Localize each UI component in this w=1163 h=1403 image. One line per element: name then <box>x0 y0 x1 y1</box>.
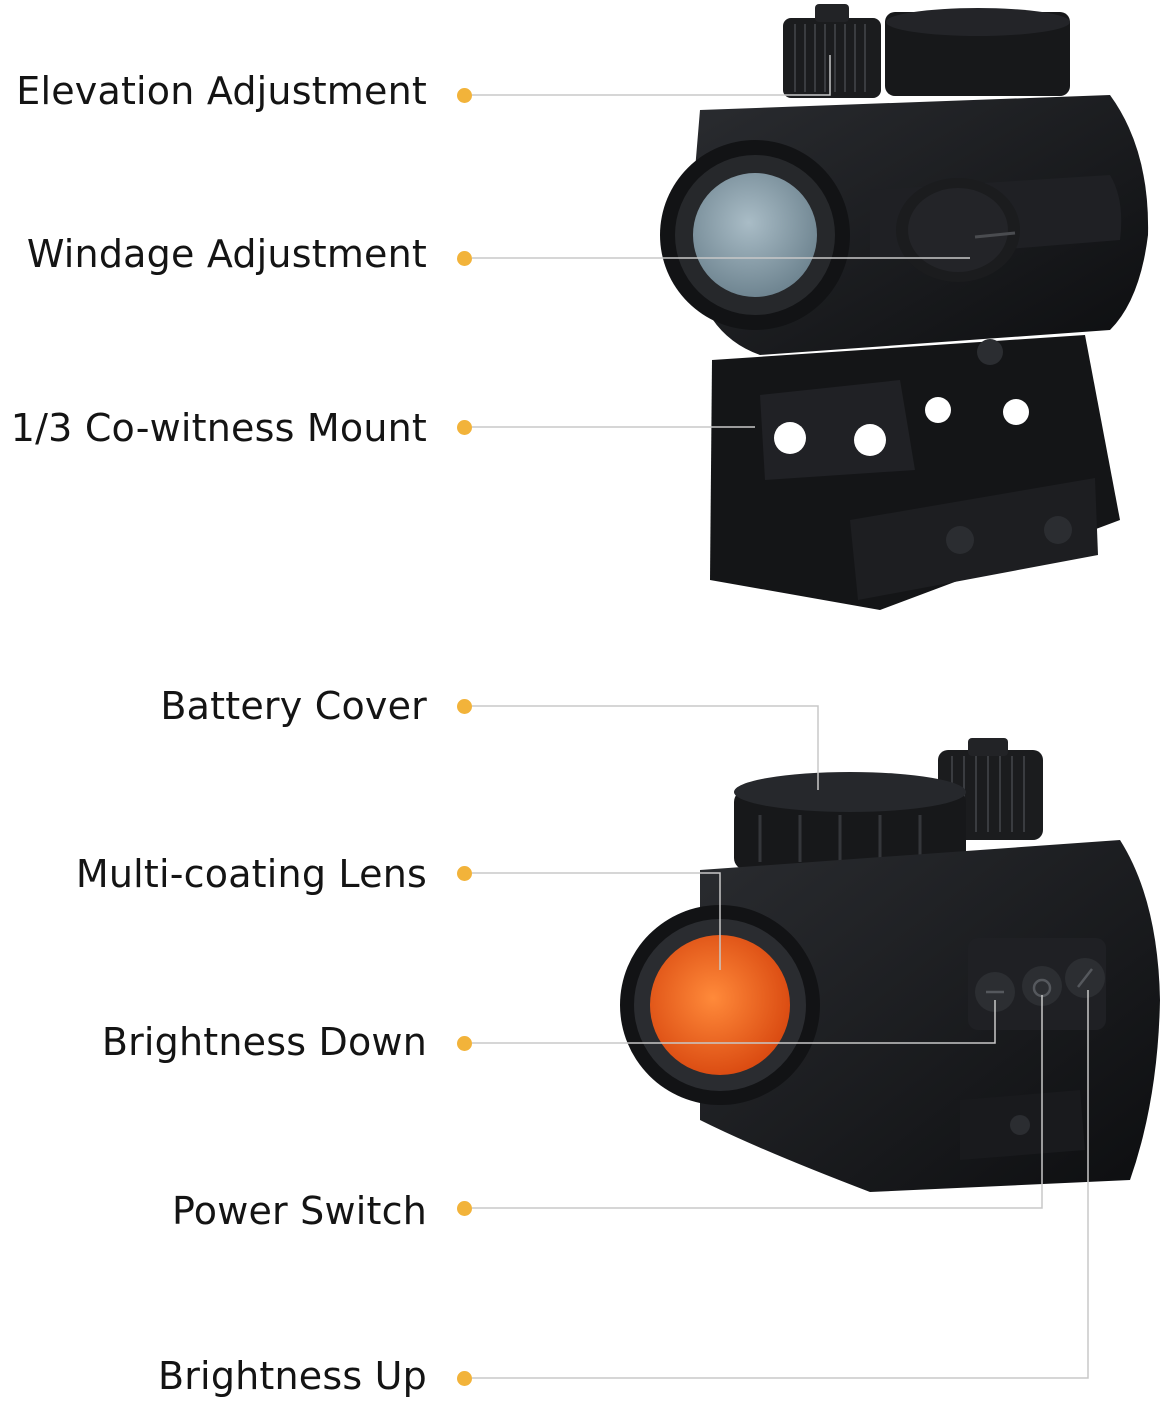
marker-dot <box>457 88 472 103</box>
marker-dot <box>457 1201 472 1216</box>
callout-label-multi-coating-lens: Multi-coating Lens <box>75 852 427 896</box>
front-lens-blue <box>693 173 817 297</box>
callout-label-co-witness-mount: 1/3 Co-witness Mount <box>10 406 427 450</box>
power-switch-button <box>1022 966 1062 1006</box>
marker-dot <box>457 420 472 435</box>
top-scope-image <box>660 4 1149 610</box>
bottom-scope-image <box>620 738 1160 1192</box>
callout-label-windage-adjustment: Windage Adjustment <box>26 232 427 276</box>
battery-cover <box>734 790 966 870</box>
callout-label-brightness-up: Brightness Up <box>157 1354 427 1398</box>
callout-label-brightness-down: Brightness Down <box>101 1020 427 1064</box>
elevation-turret <box>783 18 881 98</box>
leader-lines <box>472 55 1089 1379</box>
callout-label-battery-cover: Battery Cover <box>160 684 427 728</box>
marker-dot <box>457 1371 472 1386</box>
callout-label-power-switch: Power Switch <box>171 1189 427 1233</box>
marker-dot <box>457 1036 472 1051</box>
callout-label-elevation-adjustment: Elevation Adjustment <box>16 69 427 113</box>
marker-dot <box>457 866 472 881</box>
front-lens-orange <box>650 935 790 1075</box>
marker-dot <box>457 699 472 714</box>
marker-dot <box>457 251 472 266</box>
